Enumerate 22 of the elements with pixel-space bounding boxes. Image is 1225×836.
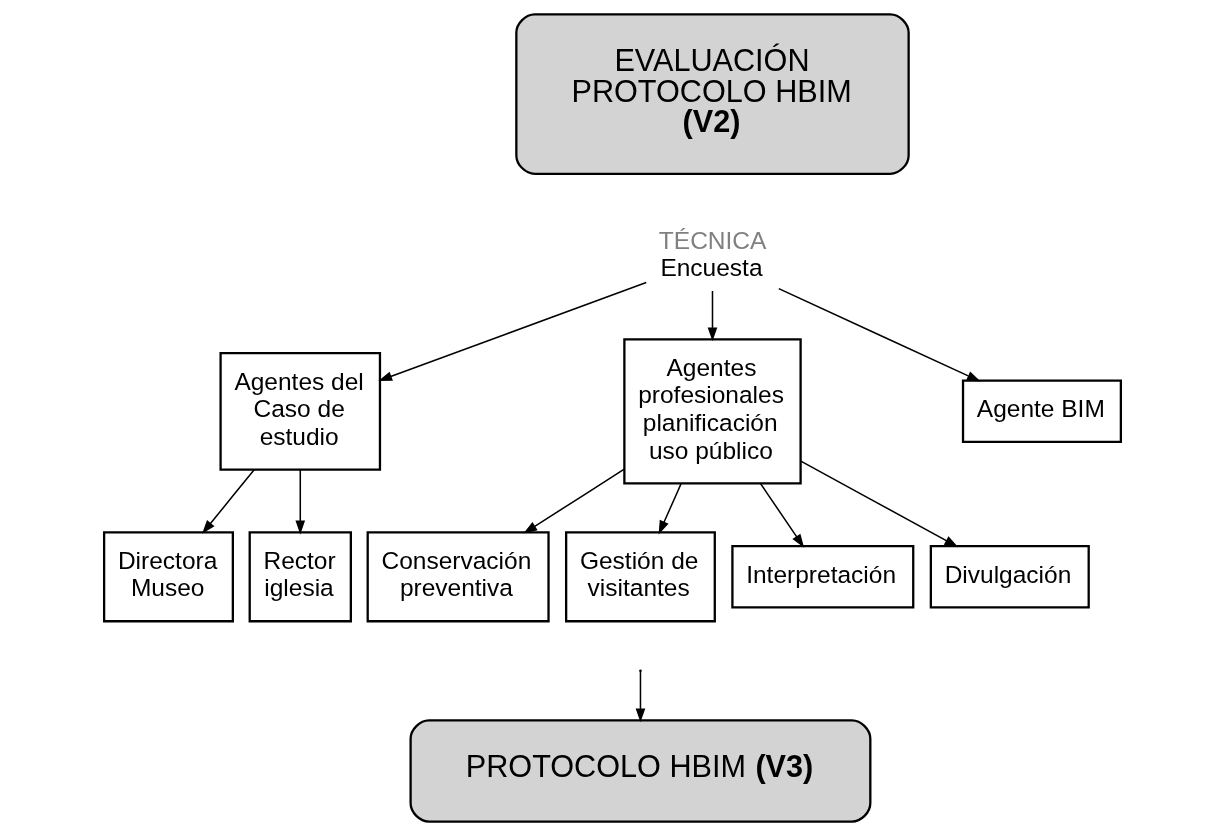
node-box: EVALUACIÓN PROTOCOLO HBIM (V2) bbox=[515, 13, 910, 175]
node-box: Directora Museo bbox=[102, 531, 234, 623]
node-text: TÉCNICA Encuesta bbox=[658, 226, 767, 282]
node-box: Rector iglesia bbox=[248, 531, 352, 623]
arrow bbox=[759, 482, 805, 548]
arrow bbox=[800, 460, 959, 548]
node-box: Interpretación bbox=[731, 545, 915, 609]
arrow bbox=[523, 468, 625, 534]
arrow bbox=[295, 468, 306, 535]
node-box: Agente BIM bbox=[961, 379, 1122, 444]
arrow bbox=[635, 670, 646, 723]
node-box: Divulgación bbox=[929, 545, 1090, 609]
node-box: Gestión de visitantes bbox=[565, 531, 716, 623]
arrow bbox=[778, 287, 981, 382]
node-box: PROTOCOLO HBIM (V3) bbox=[409, 719, 872, 823]
arrow bbox=[378, 281, 648, 382]
arrow bbox=[202, 468, 255, 534]
node-box: Agentes profesionales planificación uso público bbox=[623, 338, 802, 485]
node-box: Agentes del Caso de estudio bbox=[219, 351, 382, 471]
node-box: Conservación preventiva bbox=[366, 531, 550, 623]
arrow bbox=[707, 290, 718, 342]
arrow bbox=[658, 482, 682, 535]
